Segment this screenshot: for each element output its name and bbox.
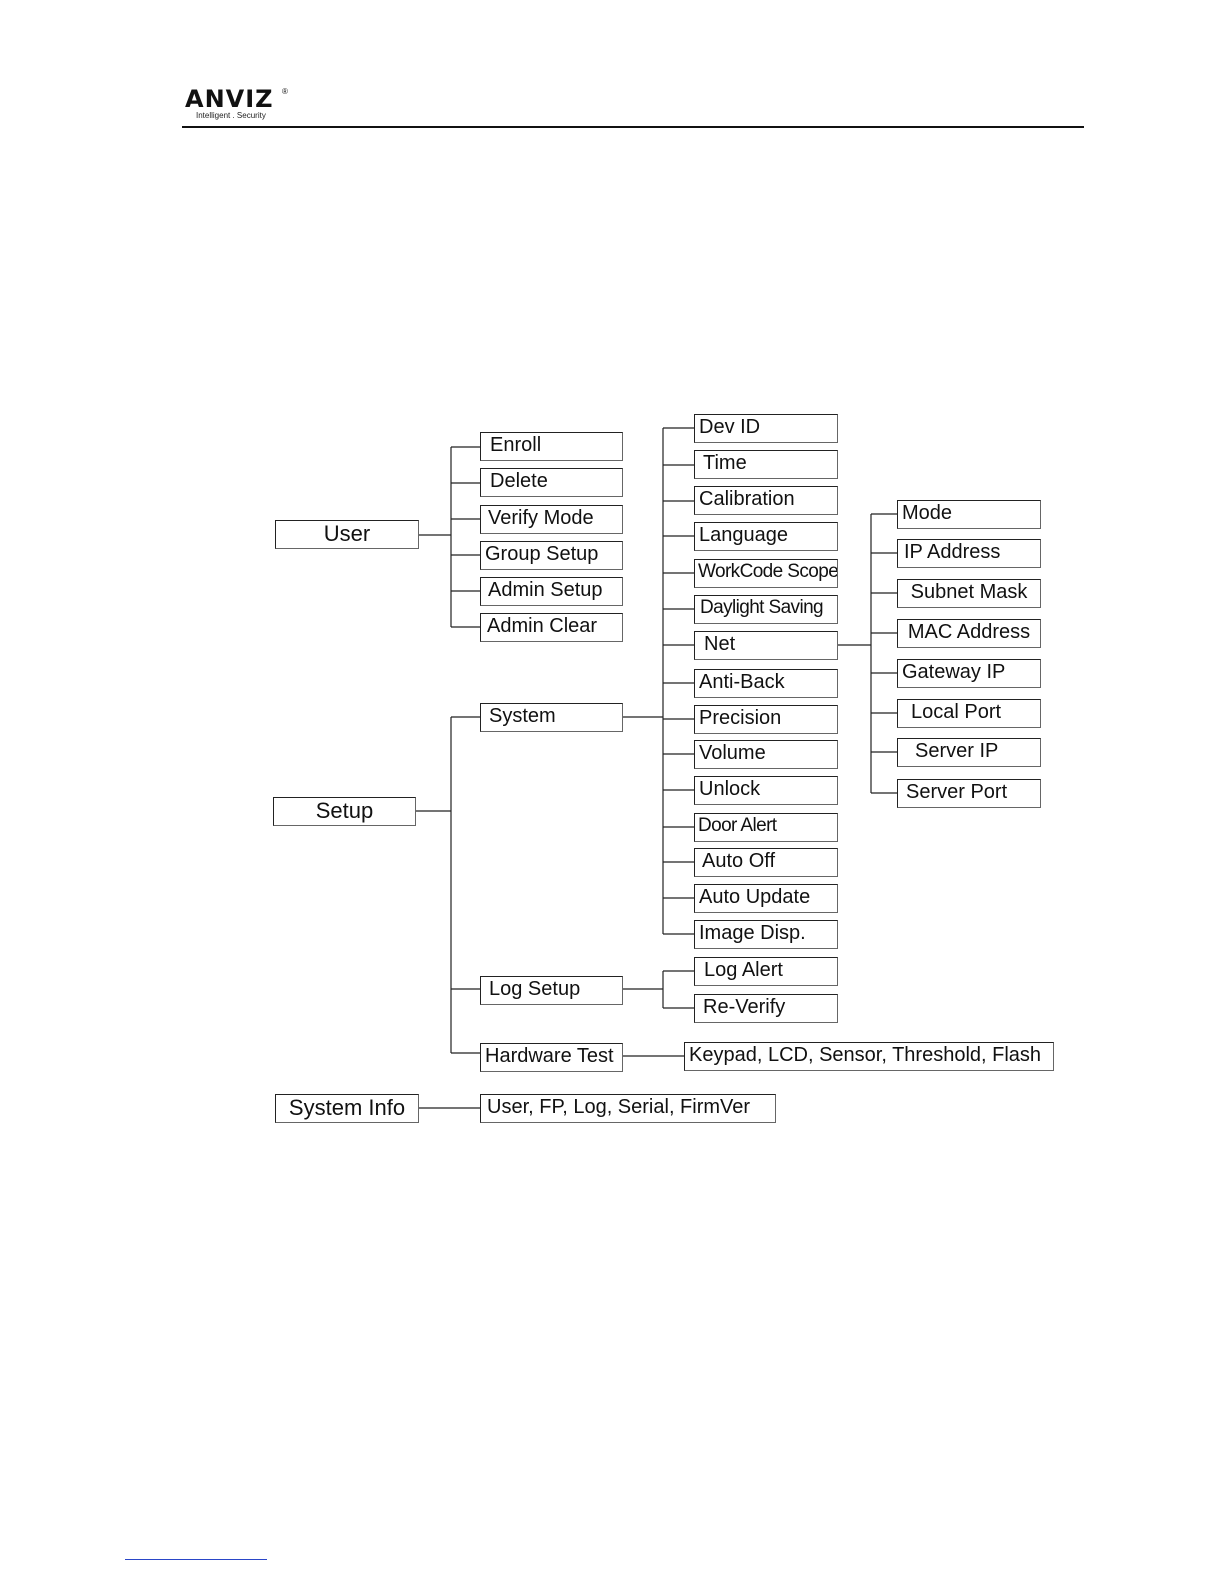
menu-user: User [275, 520, 419, 549]
anviz-logo: ANVIZ ® Intelligent . Security [185, 86, 305, 126]
net-item-server-port: Server Port [897, 779, 1041, 808]
user-item-delete: Delete [480, 468, 623, 497]
system-item-daylight-saving: Daylight Saving [694, 595, 838, 624]
system-item-image-disp: Image Disp. [694, 920, 838, 949]
user-item-enroll: Enroll [480, 432, 623, 461]
net-item-ip-address: IP Address [897, 539, 1041, 568]
system-item-calibration: Calibration [694, 486, 838, 515]
header-rule [182, 126, 1084, 128]
system-item-workcode-scope: WorkCode Scope [694, 559, 838, 588]
user-item-admin-clear: Admin Clear [480, 613, 623, 642]
net-item-server-ip: Server IP [897, 738, 1041, 767]
menu-setup: Setup [273, 797, 416, 826]
footer-link-underline [125, 1559, 267, 1560]
net-item-mac-address: MAC Address [897, 619, 1041, 648]
setup-item-system: System [480, 703, 623, 732]
system-item-auto-update: Auto Update [694, 884, 838, 913]
system-item-time: Time [694, 450, 838, 479]
logo-tagline: Intelligent . Security [196, 111, 266, 120]
system-item-dev-id: Dev ID [694, 414, 838, 443]
system-item-precision: Precision [694, 705, 838, 734]
hardware-test-detail: Keypad, LCD, Sensor, Threshold, Flash [684, 1042, 1054, 1071]
net-item-gateway-ip: Gateway IP [897, 659, 1041, 688]
system-item-door-alert: Door Alert [694, 813, 838, 842]
net-item-subnet-mask: Subnet Mask [897, 579, 1041, 608]
logo-registered-mark: ® [282, 87, 288, 96]
system-item-net: Net [694, 631, 838, 660]
log-item-log-alert: Log Alert [694, 957, 838, 986]
user-item-verify-mode: Verify Mode [480, 505, 623, 534]
setup-item-log-setup: Log Setup [480, 976, 623, 1005]
system-item-auto-off: Auto Off [694, 848, 838, 877]
user-item-group-setup: Group Setup [480, 541, 623, 570]
system-info-detail: User, FP, Log, Serial, FirmVer [480, 1094, 776, 1123]
system-item-volume: Volume [694, 740, 838, 769]
user-item-admin-setup: Admin Setup [480, 577, 623, 606]
logo-wordmark: ANVIZ [185, 85, 274, 113]
setup-item-hardware-test: Hardware Test [480, 1043, 623, 1072]
system-item-language: Language [694, 522, 838, 551]
system-item-unlock: Unlock [694, 776, 838, 805]
net-item-mode: Mode [897, 500, 1041, 529]
system-item-anti-back: Anti-Back [694, 669, 838, 698]
log-item-re-verify: Re-Verify [694, 994, 838, 1023]
menu-system-info: System Info [275, 1094, 419, 1123]
net-item-local-port: Local Port [897, 699, 1041, 728]
